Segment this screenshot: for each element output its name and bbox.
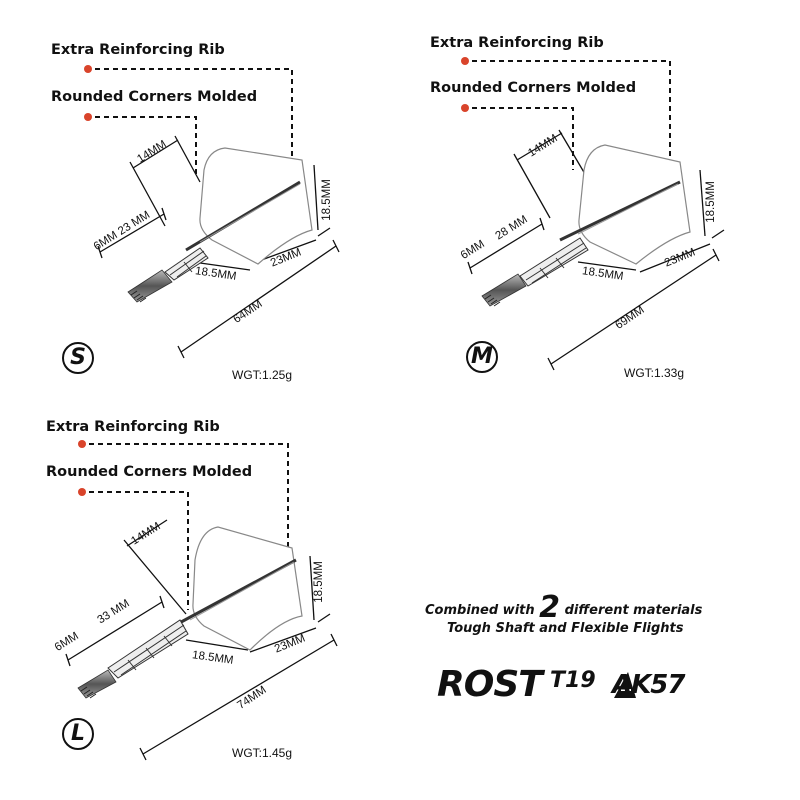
callout-extra-rib-label: Extra Reinforcing Rib xyxy=(430,35,604,51)
tagline-line1: Combined with 2 different materials xyxy=(425,590,702,625)
brand-model: T19 xyxy=(550,668,596,693)
ak57-logo-mark xyxy=(614,672,636,698)
callout-rounded-corners-label: Rounded Corners Molded xyxy=(51,89,258,105)
callout-rounded-corners-label: Rounded Corners Molded xyxy=(46,464,253,480)
size-badge: S xyxy=(62,342,94,374)
tagline-prefix: Combined with xyxy=(425,603,535,618)
callout-rounded-corners-label: Rounded Corners Molded xyxy=(430,80,637,96)
size-badge: M xyxy=(466,341,498,373)
callout-extra-rib-label: Extra Reinforcing Rib xyxy=(46,419,220,435)
tagline-suffix: different materials xyxy=(564,603,703,618)
panel-l-lines xyxy=(65,440,338,761)
size-badge: L xyxy=(62,718,94,750)
weight-label: WGT:1.45g xyxy=(232,746,293,760)
panel-s-lines xyxy=(84,65,340,359)
dim-height: 18.5MM xyxy=(320,179,333,221)
tagline-line2: Tough Shaft and Flexible Flights xyxy=(447,621,684,636)
brand-name: ROST xyxy=(437,664,543,705)
ak57-logo: AK57 xyxy=(612,670,685,700)
dim-height: 18.5MM xyxy=(704,181,717,223)
panel-m-lines xyxy=(461,57,725,371)
callout-extra-rib-label: Extra Reinforcing Rib xyxy=(51,42,225,58)
weight-label: WGT:1.25g xyxy=(232,368,293,382)
dim-height: 18.5MM xyxy=(312,561,325,603)
tagline-number: 2 xyxy=(539,590,561,625)
weight-label: WGT:1.33g xyxy=(624,366,685,380)
